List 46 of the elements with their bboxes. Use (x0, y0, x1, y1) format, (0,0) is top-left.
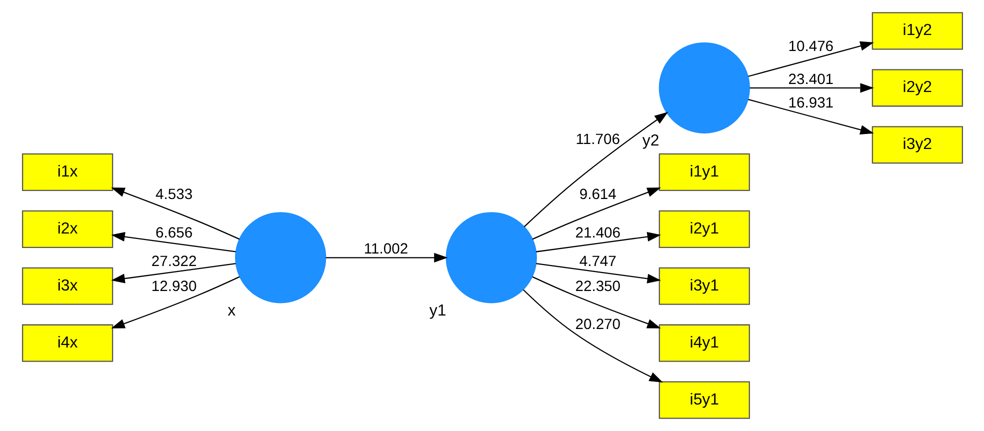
arrow (110, 276, 240, 328)
arrow (325, 252, 448, 262)
node-box: i1y1 (658, 153, 750, 191)
arrow (523, 112, 668, 228)
arrow (749, 83, 874, 93)
node-box: i1y2 (871, 12, 963, 50)
node-label: y1 (428, 302, 446, 320)
node-box: i2y1 (658, 210, 750, 248)
edge-label: 4.747 (578, 254, 616, 270)
arrow (110, 232, 236, 252)
edge-label: 4.533 (155, 186, 192, 203)
edge-label: 9.614 (578, 186, 616, 203)
node-box: i4y1 (658, 324, 750, 362)
edge-label: 22.350 (574, 279, 620, 296)
node-box: i1x (21, 153, 113, 191)
arrow (536, 232, 660, 252)
edge-label: 11.706 (575, 132, 620, 148)
node-circle (658, 42, 750, 134)
node-box: i5y1 (658, 381, 750, 419)
edge-label: 10.476 (788, 38, 834, 55)
edge-label: 23.401 (788, 72, 834, 88)
node-circle (234, 212, 326, 304)
node-box: i2x (21, 210, 113, 248)
edge-label: 6.656 (155, 226, 192, 242)
node-box: i3x (21, 267, 113, 305)
node-box: i4x (21, 324, 113, 362)
arrow (748, 41, 874, 77)
arrow (110, 263, 236, 284)
node-label: x (227, 302, 236, 320)
edge-label: 12.930 (150, 279, 196, 296)
arrow (532, 276, 660, 328)
arrow (536, 262, 660, 284)
edge-label: 16.931 (788, 96, 834, 112)
node-box: i3y1 (658, 267, 750, 305)
edge-label: 21.406 (574, 226, 620, 242)
arrow (748, 98, 874, 134)
arrow (110, 188, 240, 240)
arrow (532, 188, 660, 240)
node-circle (445, 212, 536, 304)
arrow (522, 289, 663, 383)
edge-label: 27.322 (150, 254, 196, 270)
node-box: i2y2 (871, 69, 963, 107)
node-label: y2 (642, 132, 659, 150)
edge-label: 20.270 (574, 316, 620, 333)
node-box: i3y2 (871, 126, 963, 164)
edge-label: 11.002 (363, 242, 408, 258)
